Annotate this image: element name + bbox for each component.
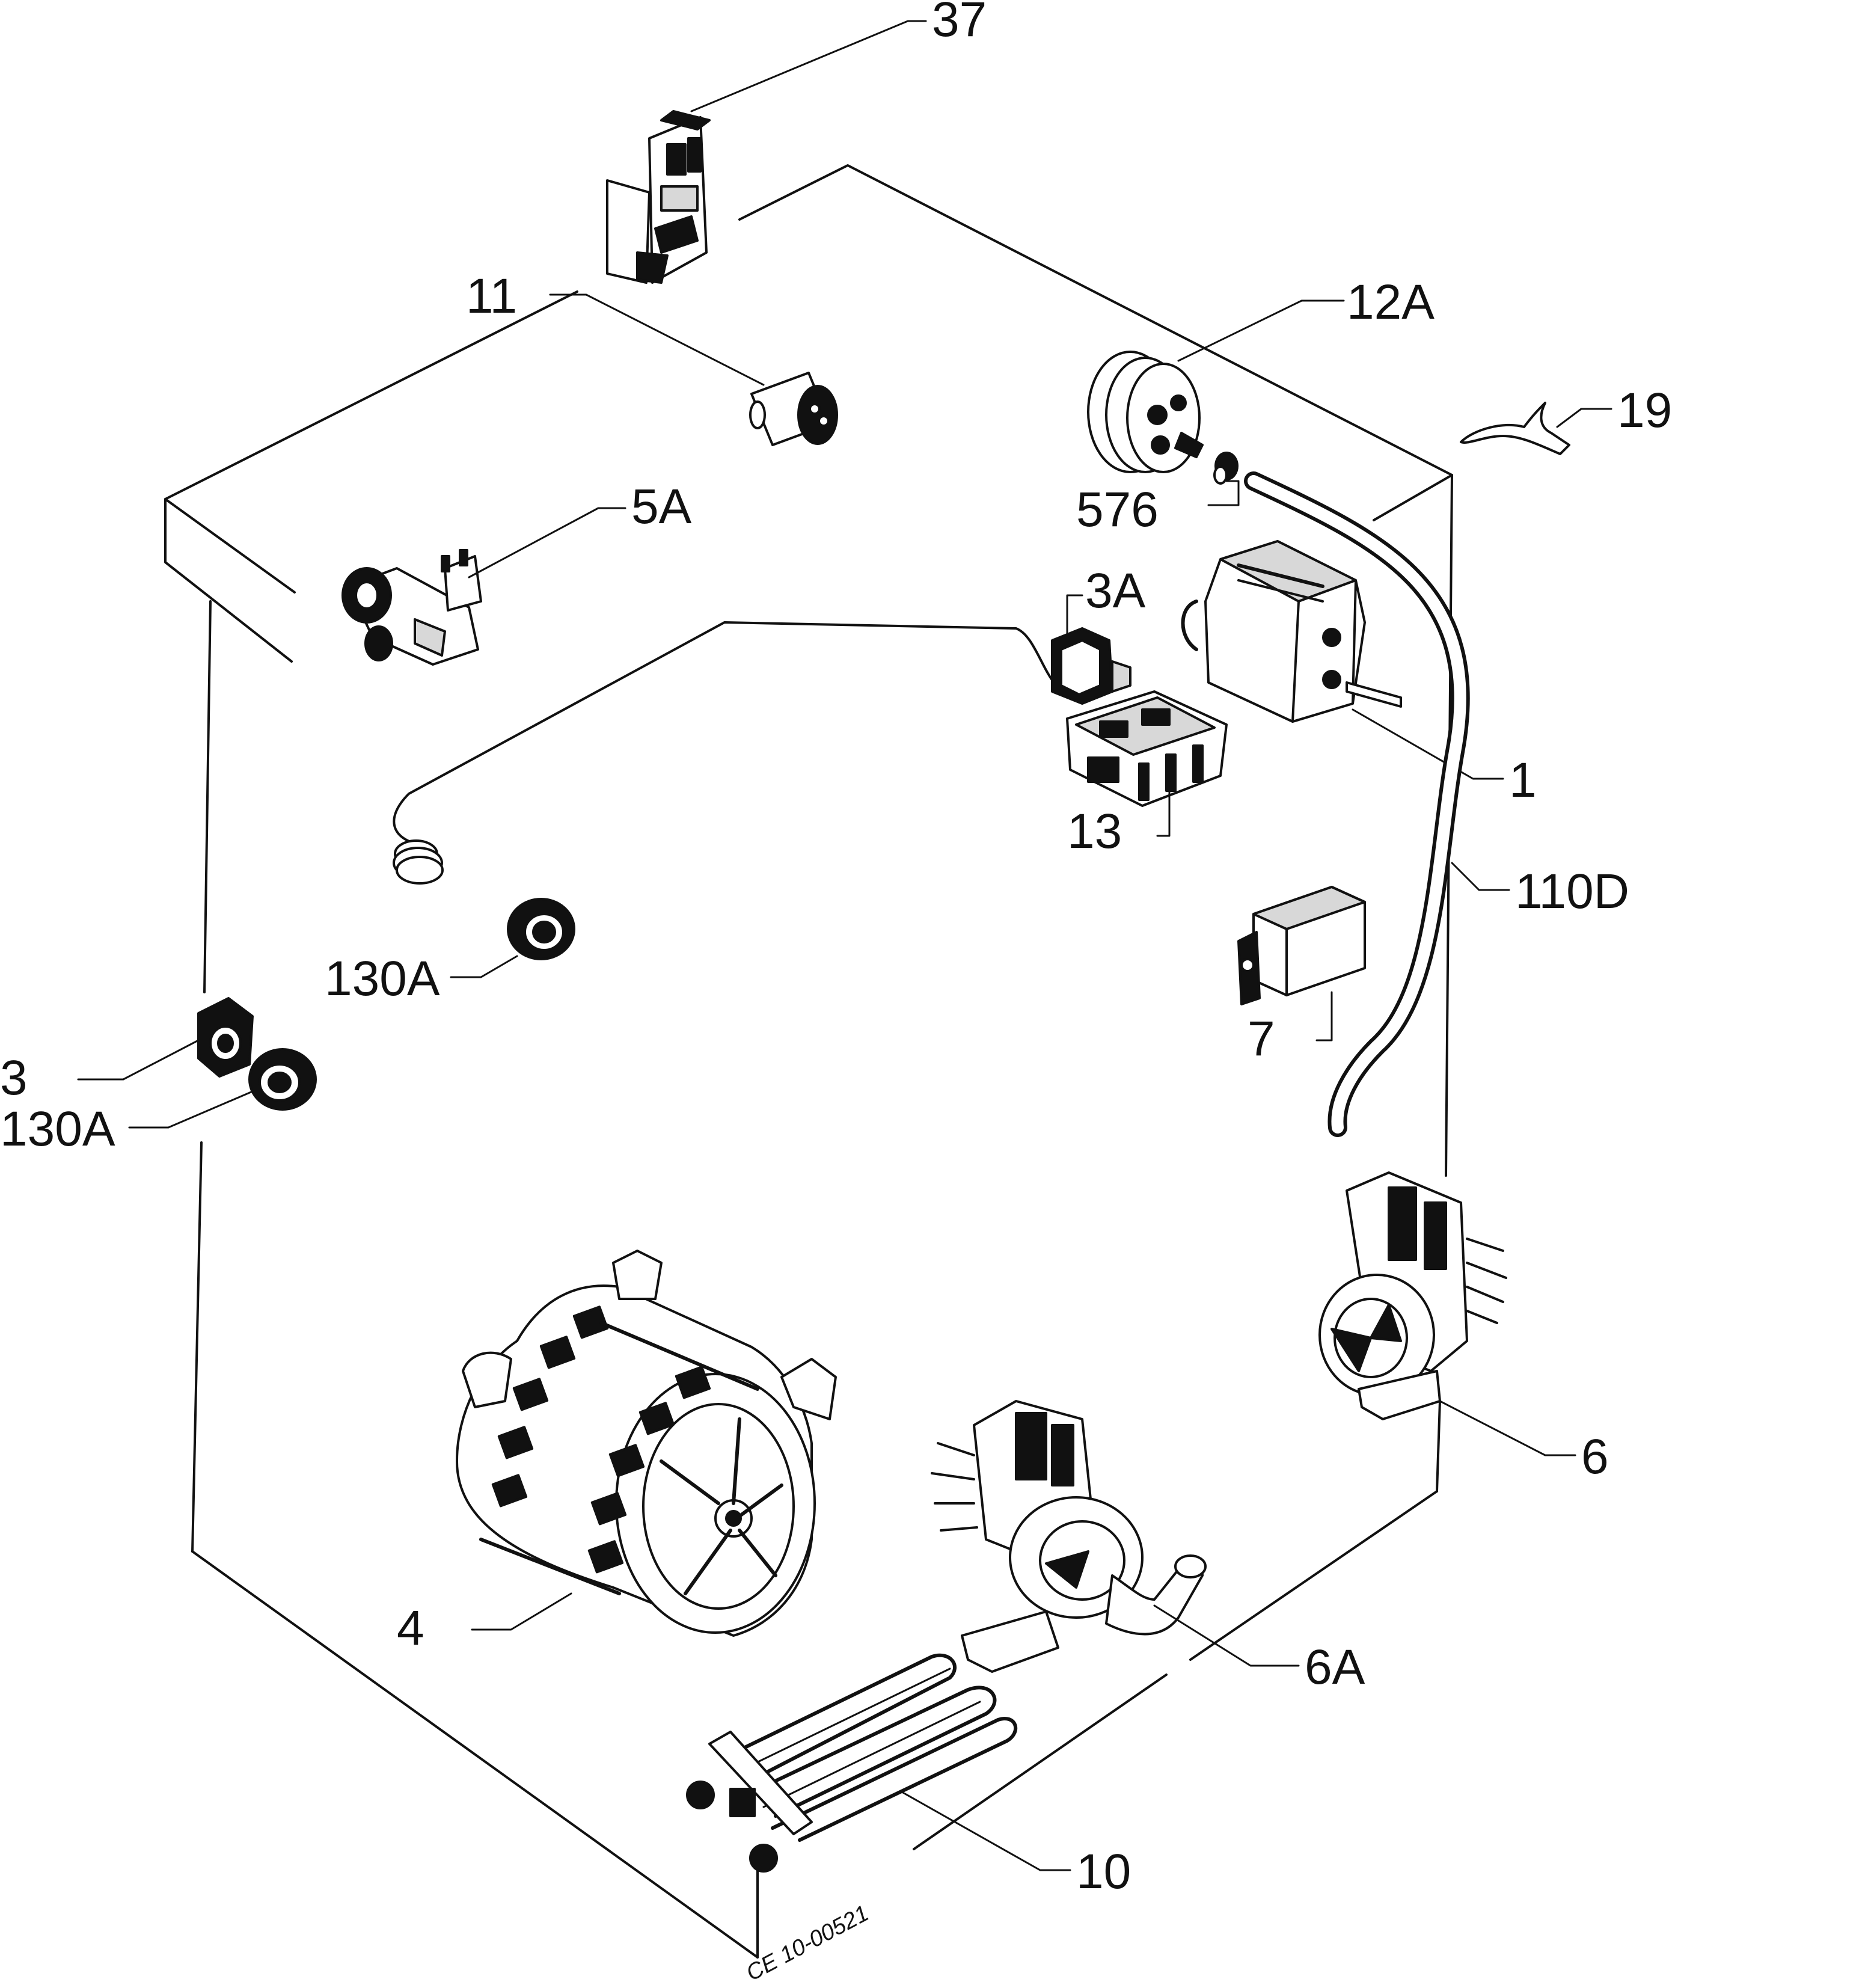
- label-19: 19: [1617, 383, 1672, 438]
- leader-110d: [1451, 862, 1510, 891]
- cabinet-left-edge-upper: [203, 600, 212, 993]
- label-3: 3: [0, 1051, 28, 1105]
- label-4: 4: [397, 1601, 424, 1655]
- label-576: 576: [1076, 482, 1159, 537]
- cabinet-top-left-edge: [164, 290, 578, 500]
- part-576-fitting: [1213, 452, 1239, 485]
- cabinet-bottom-right-edge-2: [913, 1674, 1168, 1850]
- part-5a-water-valve: [341, 549, 482, 666]
- cabinet-top-right-edge: [1373, 474, 1453, 521]
- leader-5a: [468, 507, 626, 578]
- leader-4: [471, 1592, 572, 1631]
- leader-12a: [1177, 299, 1345, 362]
- part-3-thermostat: [197, 997, 254, 1078]
- cabinet-left-edge-lower: [191, 1141, 203, 1553]
- part-3a-probe: [393, 839, 444, 885]
- label-130a-upper: 130A: [325, 951, 440, 1006]
- leader-6a: [1153, 1604, 1300, 1667]
- label-6: 6: [1581, 1429, 1609, 1484]
- part-7-filter: [1237, 886, 1366, 1005]
- part-110d-hose-inner: [1248, 475, 1466, 1134]
- part-3a-thermostat: [1051, 627, 1131, 705]
- label-12a: 12A: [1347, 275, 1435, 330]
- leader-1: [1352, 708, 1504, 780]
- label-37: 37: [932, 0, 987, 47]
- label-13: 13: [1067, 804, 1122, 859]
- label-130a-lower: 130A: [0, 1102, 115, 1156]
- leader-19: [1556, 408, 1612, 428]
- leader-6: [1439, 1400, 1576, 1456]
- cabinet-top-front-edge: [164, 498, 296, 594]
- label-5a: 5A: [631, 479, 692, 534]
- leader-13: [1156, 781, 1171, 837]
- part-1-timer: [1181, 540, 1402, 723]
- leader-10: [901, 1791, 1071, 1871]
- part-11-capacitor: [749, 372, 838, 446]
- leader-576: [1207, 480, 1240, 506]
- part-19-clip: [1460, 402, 1570, 455]
- cabinet-top-back-edge: [738, 164, 1453, 476]
- leader-3a: [1066, 594, 1083, 636]
- part-6a-pump: [931, 1400, 1207, 1673]
- part-130a-lower-grommet: [248, 1048, 317, 1111]
- part-13-switch-block: [1066, 690, 1228, 807]
- cabinet-bottom-right-edge: [1189, 1490, 1438, 1661]
- drawing-code: CE 10-00521: [743, 1901, 873, 1986]
- leader-37: [690, 20, 927, 112]
- leader-3: [77, 1039, 200, 1081]
- leader-7: [1315, 991, 1333, 1042]
- cabinet-right-edge-lower: [1436, 1400, 1441, 1493]
- cabinet-bottom-front-edge: [191, 1550, 759, 1959]
- cabinet-top-front-face: [164, 498, 293, 663]
- leader-130a-upper: [450, 955, 518, 978]
- label-1: 1: [1509, 753, 1537, 808]
- label-7: 7: [1248, 1011, 1275, 1066]
- label-3a: 3A: [1085, 563, 1146, 618]
- label-110d: 110D: [1515, 864, 1629, 919]
- part-capillary-tube: [393, 621, 1077, 846]
- leader-130a-lower: [128, 1090, 254, 1129]
- part-130a-upper-grommet: [507, 898, 575, 960]
- part-10-heating-element: [686, 1653, 1018, 1873]
- leader-11: [549, 293, 765, 386]
- label-11: 11: [466, 269, 517, 324]
- part-12a-pressure-switch: [1087, 351, 1204, 473]
- part-37-door-lock: [606, 110, 711, 284]
- part-6-drain-pump: [1318, 1171, 1507, 1420]
- part-4-motor: [456, 1250, 837, 1637]
- label-10: 10: [1076, 1844, 1131, 1899]
- label-6a: 6A: [1305, 1640, 1365, 1695]
